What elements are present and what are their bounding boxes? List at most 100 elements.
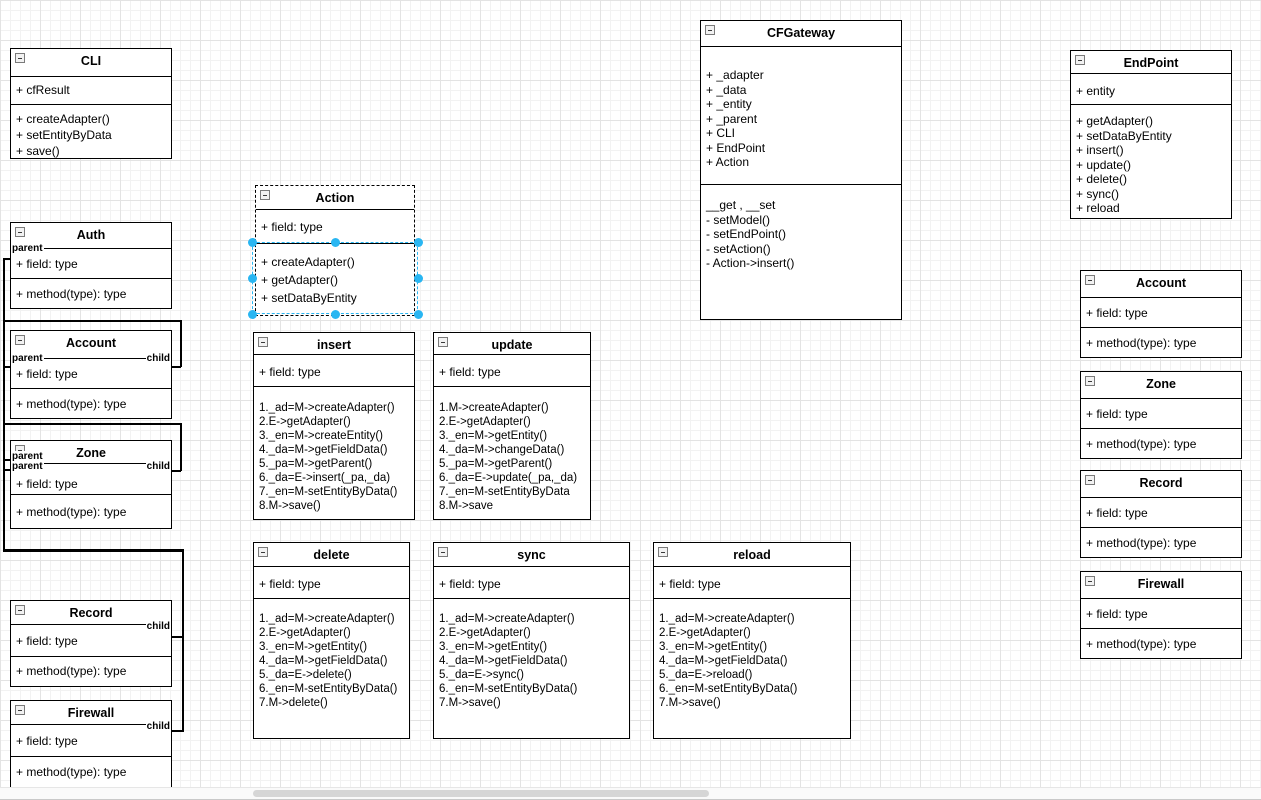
uml-edge-segment[interactable] [172,470,181,472]
uml-edge-segment[interactable] [3,320,181,322]
edge-label-child[interactable]: child [145,461,171,472]
class-compartment: + method(type): type [11,278,171,308]
uml-edge-segment[interactable] [182,549,184,732]
class-member: 2.E->getAdapter() [439,627,531,639]
class-titlebar: Account [11,331,171,358]
uml-edge-segment[interactable] [3,549,184,552]
class-member: 4._da=M->getFieldData() [659,655,788,667]
uml-class-firewall[interactable]: Firewall+ field: type+ method(type): typ… [10,700,172,789]
edge-label-parent[interactable]: parent [11,451,44,462]
collapse-icon[interactable] [1085,576,1095,586]
class-member: __get , __set [706,198,776,212]
uml-edge-segment[interactable] [172,730,183,732]
horizontal-scrollbar[interactable] [0,787,1261,800]
class-compartment: + method(type): type [11,388,171,418]
uml-class-firewall[interactable]: Firewall+ field: type+ method(type): typ… [1080,571,1242,659]
class-member: + CLI [706,126,736,140]
uml-edge-segment[interactable] [180,423,182,471]
class-member: + _parent [706,111,758,126]
class-member: 2.E->getAdapter() [259,627,351,639]
collapse-icon[interactable] [1075,55,1085,65]
class-compartment: __get , __set- setModel()- setEndPoint()… [701,184,901,319]
edge-label-child[interactable]: child [145,353,171,364]
collapse-icon[interactable] [438,337,448,347]
uml-class-account[interactable]: Account+ field: type+ method(type): type [1080,270,1242,358]
class-compartment: + createAdapter()+ getAdapter()+ setData… [256,243,414,315]
class-member: + field: type [659,577,721,591]
collapse-icon[interactable] [1085,475,1095,485]
horizontal-scrollbar-thumb[interactable] [253,790,709,797]
uml-class-cli[interactable]: CLI+ cfResult+ createAdapter()+ setEntit… [10,48,172,159]
class-compartment: + field: type [11,358,171,388]
collapse-icon[interactable] [258,547,268,557]
uml-edge-segment[interactable] [3,366,11,368]
uml-class-zone[interactable]: Zone+ field: type+ method(type): type [1080,371,1242,459]
collapse-icon[interactable] [658,547,668,557]
class-member: + EndPoint [706,140,766,155]
class-member: 5._pa=M->getParent() [439,458,553,470]
collapse-icon[interactable] [15,605,25,615]
class-member: 3._en=M->getEntity() [259,641,368,653]
collapse-icon[interactable] [1085,376,1095,386]
collapse-icon[interactable] [15,705,25,715]
class-compartment: 1._ad=M->createAdapter()2.E->getAdapter(… [254,598,409,738]
selection-handle-n[interactable] [330,237,340,247]
class-member: + reload [1076,201,1120,215]
class-member: + field: type [16,257,78,271]
uml-edge-segment[interactable] [180,320,182,367]
collapse-icon[interactable] [258,337,268,347]
collapse-icon[interactable] [15,335,25,345]
selection-handle-e[interactable] [413,273,423,283]
uml-edge-segment[interactable] [3,459,11,461]
collapse-icon[interactable] [705,25,715,35]
selection-handle-sw[interactable] [247,309,257,319]
class-titlebar: Firewall [1081,572,1241,598]
class-member: - setEndPoint() [706,227,787,241]
uml-class-endpoint[interactable]: EndPoint+ entity+ getAdapter()+ setDataB… [1070,50,1232,219]
class-member: 8.M->save() [259,500,321,512]
collapse-icon[interactable] [1085,275,1095,285]
selection-handle-s[interactable] [330,309,340,319]
uml-edge-segment[interactable] [3,423,181,425]
collapse-icon[interactable] [260,190,270,200]
selection-handle-nw[interactable] [247,237,257,247]
collapse-icon[interactable] [438,547,448,557]
uml-edge-segment[interactable] [172,636,183,638]
class-member: + method(type): type [1086,536,1197,550]
uml-class-account[interactable]: Account+ field: type+ method(type): type [10,330,172,419]
class-member: 7.M->save() [439,697,501,709]
collapse-icon[interactable] [15,53,25,63]
uml-edge-segment[interactable] [3,469,11,471]
uml-edge-segment[interactable] [3,258,11,260]
edge-label-parent[interactable]: parent [11,243,44,254]
class-member: 4._da=M->changeData() [439,444,565,456]
class-member: + method(type): type [16,765,127,779]
uml-class-record[interactable]: Record+ field: type+ method(type): type [10,600,172,687]
selection-handle-se[interactable] [413,309,423,319]
class-titlebar: sync [434,543,629,566]
selection-handle-w[interactable] [247,273,257,283]
class-titlebar: Zone [1081,372,1241,398]
class-compartment: + field: type [254,354,414,386]
uml-class-action[interactable]: Action+ field: type+ createAdapter()+ ge… [255,185,415,316]
edge-label-child[interactable]: child [145,721,171,732]
class-member: 7.M->save() [659,697,721,709]
uml-edge-segment[interactable] [3,258,5,551]
edge-label-parent[interactable]: parent [11,353,44,364]
selection-handle-ne[interactable] [413,237,423,247]
uml-edge-segment[interactable] [172,366,181,368]
uml-class-cfgateway[interactable]: CFGateway+ _adapter+ _data+ _entity+ _pa… [700,20,902,320]
uml-class-auth[interactable]: Auth+ field: type+ method(type): type [10,222,172,309]
edge-label-child[interactable]: child [145,621,171,632]
class-titlebar: CFGateway [701,21,901,46]
class-member: 8.M->save [439,500,494,512]
edge-label-parent[interactable]: parent [11,461,44,472]
uml-class-record[interactable]: Record+ field: type+ method(type): type [1080,470,1242,558]
collapse-icon[interactable] [15,227,25,237]
